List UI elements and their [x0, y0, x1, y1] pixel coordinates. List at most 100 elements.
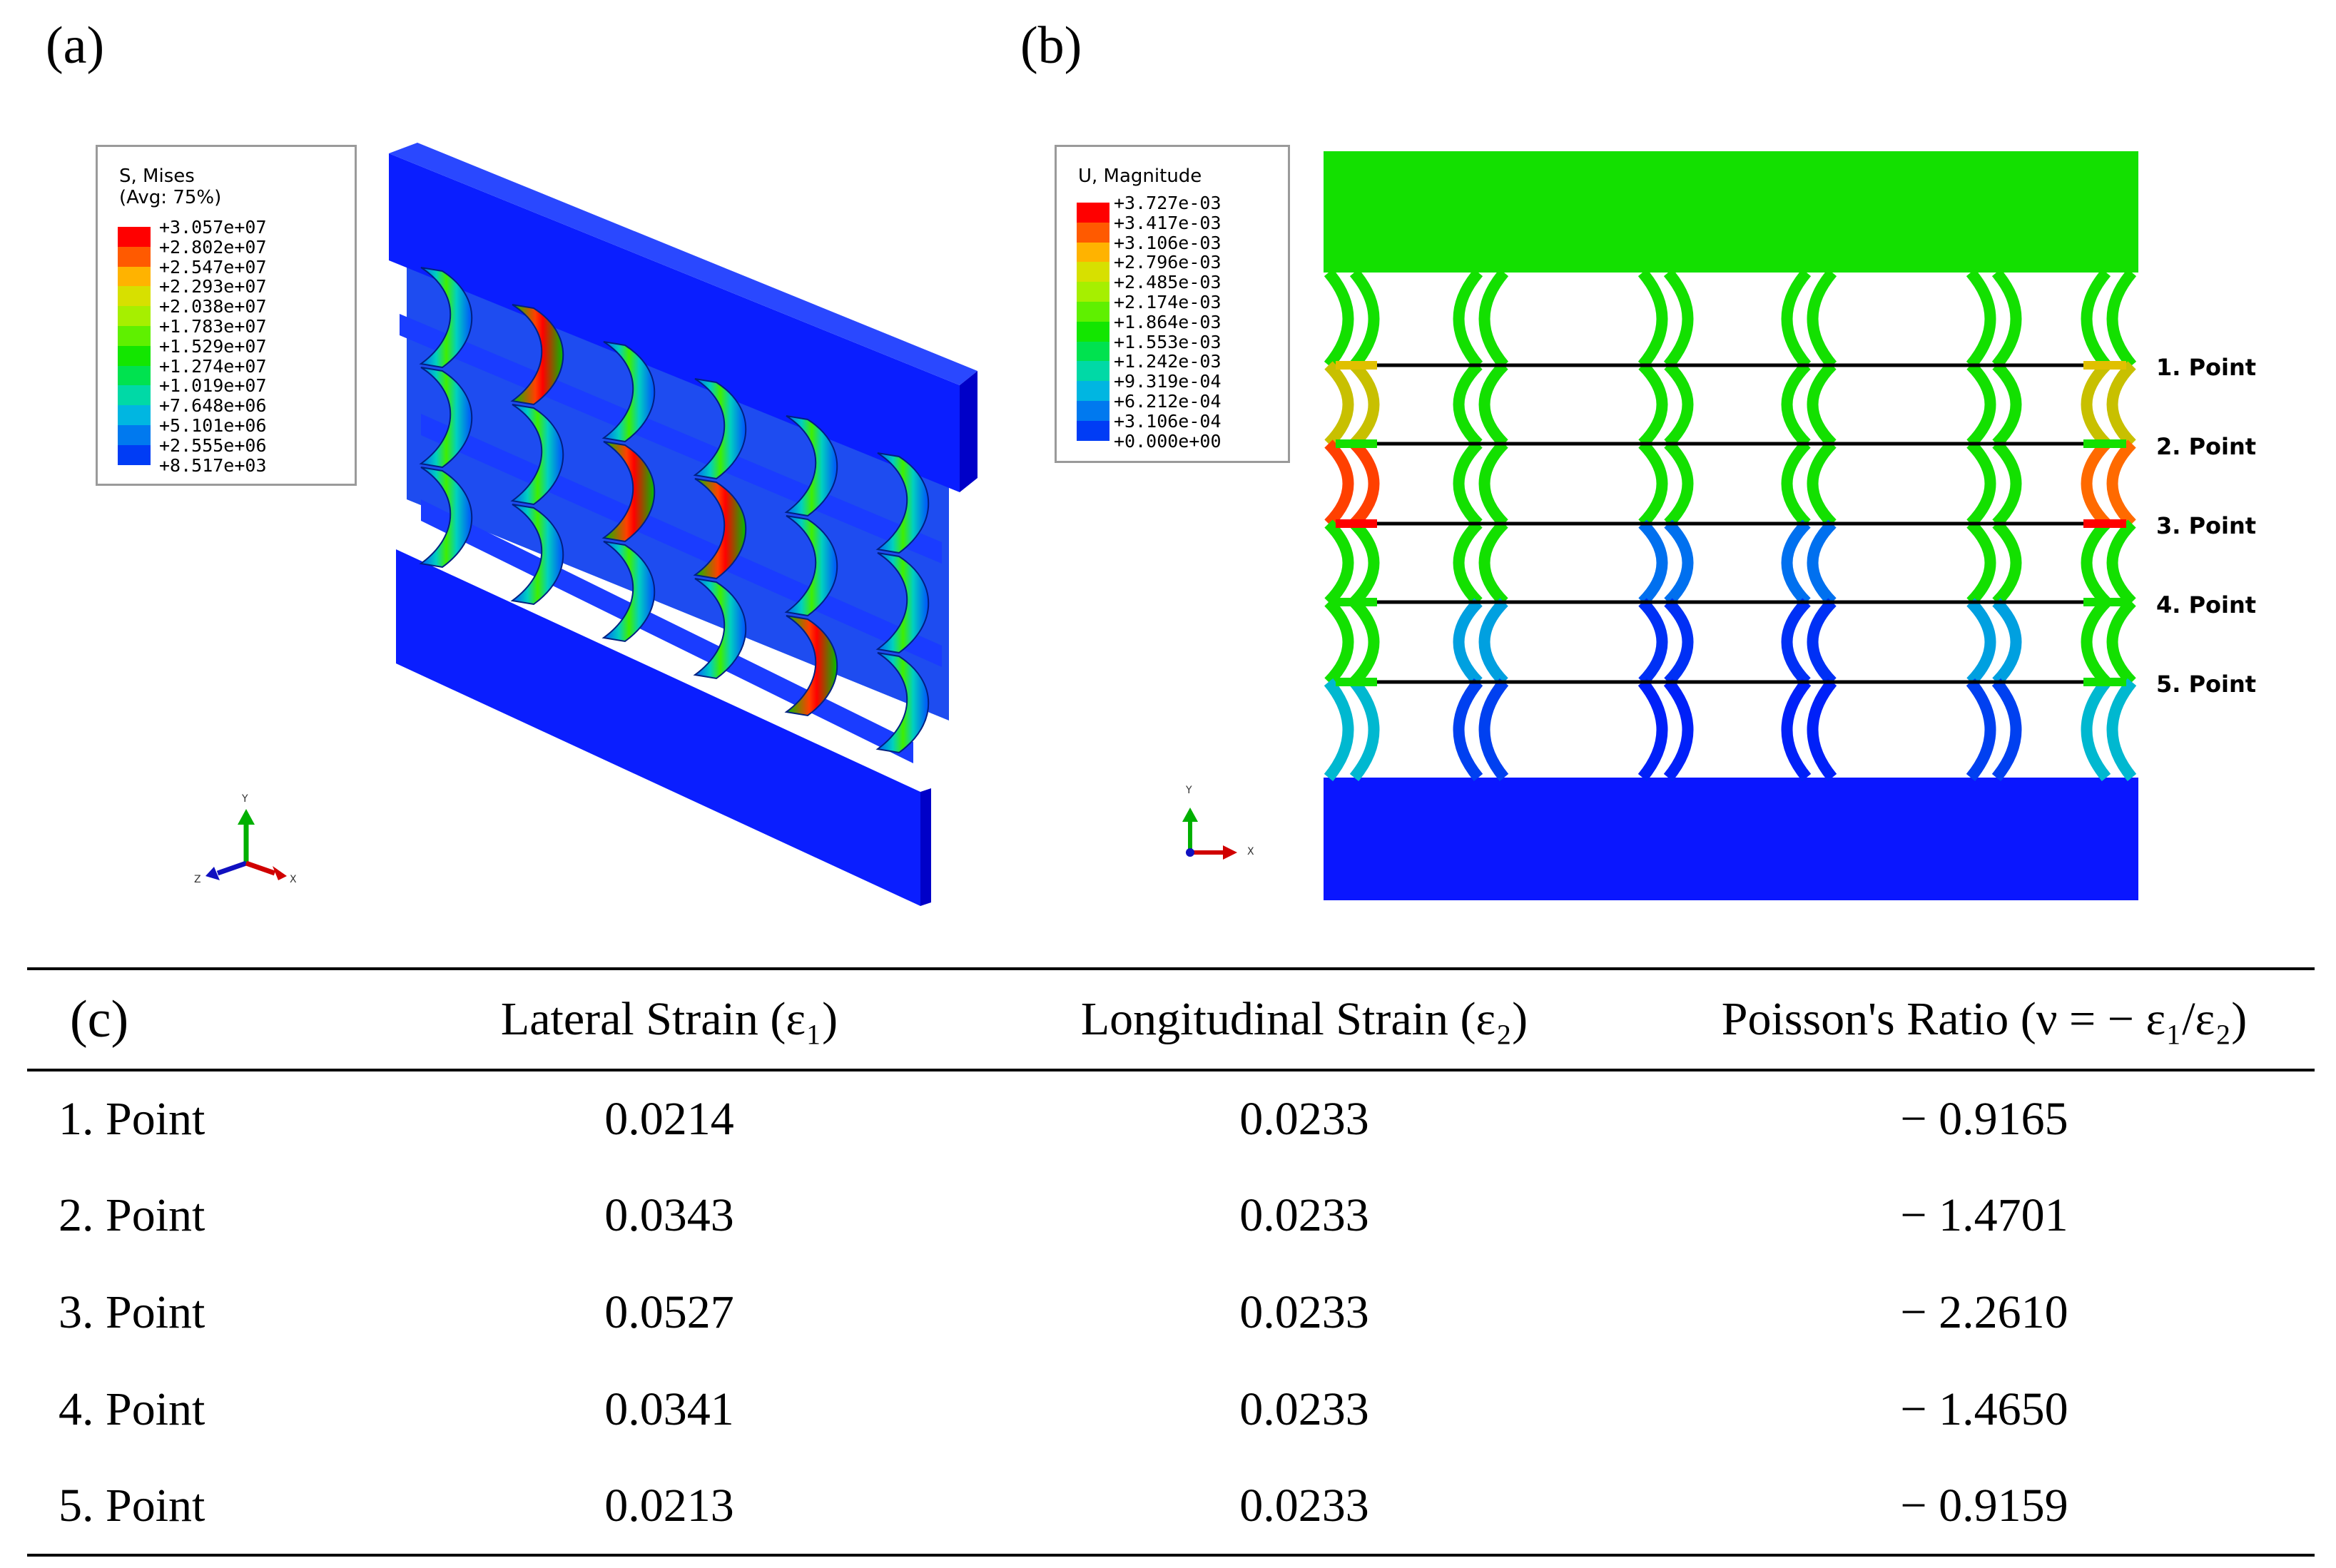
cell-longitudinal-strain: 0.0233 [1239, 1286, 1369, 1338]
lattice-strut [1478, 598, 1508, 686]
legend-swatch [1077, 381, 1109, 401]
panel-label-b: (b) [1020, 16, 1082, 75]
strut [510, 304, 564, 406]
lattice-strut [2081, 268, 2111, 370]
lattice-strut [1350, 519, 1380, 606]
legend-swatch [1077, 262, 1109, 282]
lattice-struts [1324, 268, 2137, 782]
lattice-strut [1663, 678, 1694, 782]
legend-value: +3.727e-03 [1114, 193, 1222, 213]
legend-a-subtitle: (Avg: 75%) [119, 187, 222, 208]
legend-value: +3.106e-04 [1114, 410, 1222, 432]
bottom-beam [396, 549, 920, 906]
lattice-strut [1637, 268, 1668, 370]
lattice-strut [1664, 598, 1694, 686]
lattice-strut [2106, 678, 2137, 782]
lattice-strut [1807, 361, 1837, 448]
header-lateral-strain: Lateral Strain (ε₁) [500, 993, 838, 1045]
lattice-strut [1992, 439, 2022, 528]
lattice-strut [1966, 268, 1996, 370]
legend-swatch [1077, 302, 1109, 322]
lattice-strut [1478, 678, 1509, 782]
lattice-strut [1664, 439, 1694, 528]
lattice-strut [1781, 361, 1811, 448]
row-label: 5. Point [59, 1480, 205, 1532]
strut [510, 504, 564, 606]
legend-value: +1.864e-03 [1114, 311, 1222, 332]
lattice-strut [1807, 598, 1837, 686]
lattice-strut [2106, 439, 2136, 528]
strut [693, 578, 747, 680]
legend-value: +3.417e-03 [1114, 212, 1222, 233]
top-beam [389, 153, 960, 492]
lattice-strut [1992, 598, 2022, 686]
lattice-strut [1324, 361, 1354, 448]
table-header-row: (c) Lateral Strain (ε₁) Longitudinal Str… [27, 969, 2315, 1070]
lattice-strut [1453, 439, 1483, 528]
legend-value: +9.319e-04 [1114, 371, 1222, 392]
axis-a-y-label: Y [242, 793, 248, 805]
lattice-strut [1638, 361, 1668, 448]
lattice-strut [1349, 268, 1380, 370]
strut [875, 552, 930, 654]
lattice-strut [1324, 598, 1354, 686]
legend-swatch [118, 425, 151, 445]
legend-a-title: S, Mises [119, 166, 195, 187]
lattice-strut [1664, 519, 1694, 606]
curved-struts [419, 267, 930, 754]
lattice-strut [1966, 678, 1996, 782]
legend-value: +2.485e-03 [1114, 272, 1222, 293]
legend-swatch [1077, 321, 1109, 342]
lattice-strut [2081, 598, 2111, 686]
lattice-strut [1324, 268, 1354, 370]
lattice-strut [1453, 361, 1483, 448]
lattice-strut [1807, 678, 1837, 782]
lattice-strut [2106, 268, 2137, 370]
legend-value: +2.038e+07 [159, 296, 267, 317]
strut [784, 615, 838, 717]
figure-b-displacement-contour [1182, 151, 2138, 900]
results-table: (c) Lateral Strain (ε₁) Longitudinal Str… [27, 967, 2315, 1557]
legend-value: +2.555e+06 [159, 434, 267, 456]
lattice-strut [1966, 439, 1996, 528]
legend-value: +1.242e-03 [1114, 351, 1222, 372]
row-label: 2. Point [59, 1189, 205, 1241]
lattice-strut [1637, 678, 1668, 782]
cell-poisson-ratio: − 0.9159 [1900, 1480, 2068, 1532]
strut [693, 378, 747, 480]
strut [784, 415, 838, 517]
axis-b-y-label: Y [1186, 785, 1192, 796]
axis-triad-a [205, 809, 287, 880]
lattice-strut [1992, 519, 2022, 606]
header-longitudinal-strain: Longitudinal Strain (ε₂) [1080, 993, 1528, 1045]
lattice-strut [1992, 361, 2022, 448]
cell-lateral-strain: 0.0213 [604, 1480, 734, 1532]
legend-value: +0.000e+00 [1114, 430, 1222, 452]
strut [419, 367, 473, 469]
legend-swatch [1077, 401, 1109, 421]
cell-longitudinal-strain: 0.0233 [1239, 1189, 1369, 1241]
strut [510, 404, 564, 506]
lattice-strut [1638, 598, 1668, 686]
point-label-5: 5. Point [2156, 671, 2257, 698]
legend-swatch [118, 306, 151, 326]
legend-value: +1.553e-03 [1114, 331, 1222, 352]
legend-value: +2.174e-03 [1114, 292, 1222, 312]
legend-value: +5.101e+06 [159, 415, 267, 436]
legend-swatch [118, 246, 151, 267]
axis-triad-b [1182, 808, 1237, 860]
lattice-strut [1663, 268, 1694, 370]
cell-lateral-strain: 0.0527 [604, 1286, 734, 1338]
lattice-strut [1453, 268, 1483, 370]
bottom-block [1324, 778, 2138, 900]
legend-swatch [118, 227, 151, 247]
lattice-strut [1350, 361, 1380, 448]
lattice-strut [1324, 439, 1354, 528]
legend-value: +1.529e+07 [159, 335, 267, 357]
lattice-strut [1638, 519, 1668, 606]
lattice-strut [1807, 439, 1837, 528]
legend-swatch [1077, 341, 1109, 362]
